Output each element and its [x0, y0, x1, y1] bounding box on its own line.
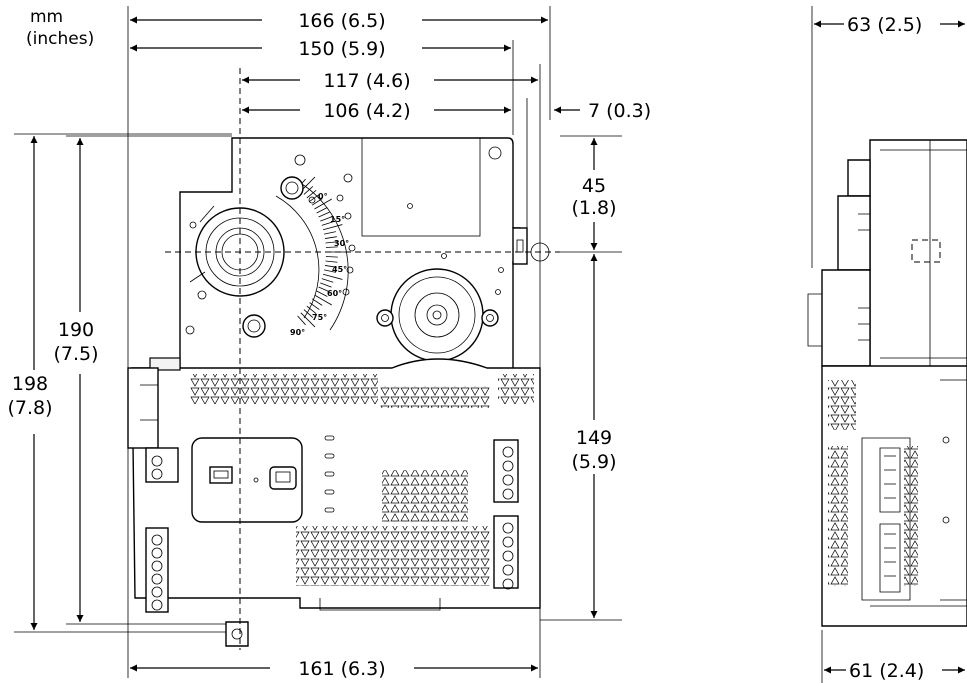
scale-tick: [314, 198, 332, 210]
dim-lower-height-mm: 149: [576, 427, 612, 449]
dim-lower-height-in: (5.9): [571, 451, 616, 473]
scale-tick: [311, 298, 323, 306]
dim-shaft-height-in: (1.8): [571, 197, 616, 219]
scale-tick: [322, 224, 343, 231]
dim-overall-height-mm: 198: [12, 373, 48, 395]
dim-pin-offset: 7 (0.3): [588, 100, 651, 122]
bracket-tab: [512, 227, 528, 265]
scale-tick: [320, 216, 332, 222]
scale-tick: [316, 290, 328, 297]
stop-screw-upper: [280, 176, 304, 200]
units-primary: mm: [30, 7, 63, 27]
dim-side-base-depth: 61 (2.4): [849, 660, 924, 682]
scale-tick: [318, 211, 330, 218]
units-secondary: (inches): [26, 29, 94, 49]
motor-gear: [376, 253, 504, 362]
scale-tick: [324, 231, 336, 235]
front-view: 0° 15° 30° 45° 60° 75° 90°: [127, 68, 560, 650]
dim-housing-width: 150 (5.9): [298, 38, 385, 60]
scale-tick: [321, 221, 334, 226]
usb-a-port-icon: [209, 466, 233, 484]
service-panel: [191, 437, 303, 523]
scale-tick: [318, 286, 330, 293]
scale-tick: [309, 302, 320, 310]
scale-tick: [325, 260, 338, 263]
horizontal-dimensions: 166 (6.5) 150 (5.9) 117 (4.6) 106 (4.2) …: [130, 10, 651, 680]
scale-tick: [316, 207, 328, 214]
vertical-dimensions: 198 (7.8) 190 (7.5) 45 (1.8) 149 (5.9): [7, 136, 617, 630]
scale-tick: [324, 236, 337, 239]
dial-label-30: 30°: [334, 239, 349, 248]
extension-lines: [14, 6, 622, 678]
dim-base-width: 161 (6.3): [298, 658, 385, 680]
dial-label-60: 60°: [327, 289, 342, 298]
scale-tick: [324, 265, 337, 268]
stop-screw-lower: [242, 314, 266, 338]
label-plate: [361, 137, 481, 237]
scale-tick: [303, 309, 314, 318]
scale-tick: [300, 312, 316, 328]
dim-side-depth: 63 (2.5): [847, 14, 922, 36]
scale-tick: [303, 186, 314, 195]
dim-shaft-height-mm: 45: [582, 175, 606, 197]
scale-tick: [324, 269, 336, 273]
side-view: 63 (2.5) 61 (2.4): [807, 6, 967, 683]
scale-tick: [321, 278, 334, 283]
mounting-tab: [225, 621, 249, 647]
units-legend: mm (inches): [26, 7, 94, 49]
dial-label-45: 45°: [332, 265, 347, 274]
dim-shaft-to-edge: 117 (4.6): [323, 70, 410, 92]
scale-tick: [311, 198, 323, 206]
dim-overall-height-in: (7.8): [7, 397, 52, 419]
dim-overall-width: 166 (6.5): [298, 10, 385, 32]
dim-shaft-to-bracket: 106 (4.2): [323, 100, 410, 122]
scale-tick: [325, 246, 338, 248]
scale-tick: [325, 241, 338, 244]
scale-tick: [320, 282, 332, 288]
dial-label-15: 15°: [330, 215, 345, 224]
dim-body-height-in: (7.5): [53, 343, 98, 365]
scale-tick: [297, 315, 306, 326]
dim-body-height-mm: 190: [58, 319, 94, 341]
usb-mini-port-icon: [269, 466, 297, 490]
scale-tick: [325, 256, 338, 258]
terminal-block-right: [493, 439, 519, 590]
scale-tick: [306, 305, 317, 314]
scale-tick: [322, 273, 343, 280]
scale-tick: [306, 190, 317, 199]
dial-label-0: 0°: [318, 192, 328, 201]
dial-label-75: 75°: [312, 313, 327, 322]
dial-label-90: 90°: [290, 328, 305, 337]
scale-tick: [314, 294, 332, 306]
angle-scale: 0° 15° 30° 45° 60° 75° 90°: [275, 176, 356, 337]
terminal-block-left: [145, 455, 169, 613]
status-led-slots: [324, 435, 335, 513]
